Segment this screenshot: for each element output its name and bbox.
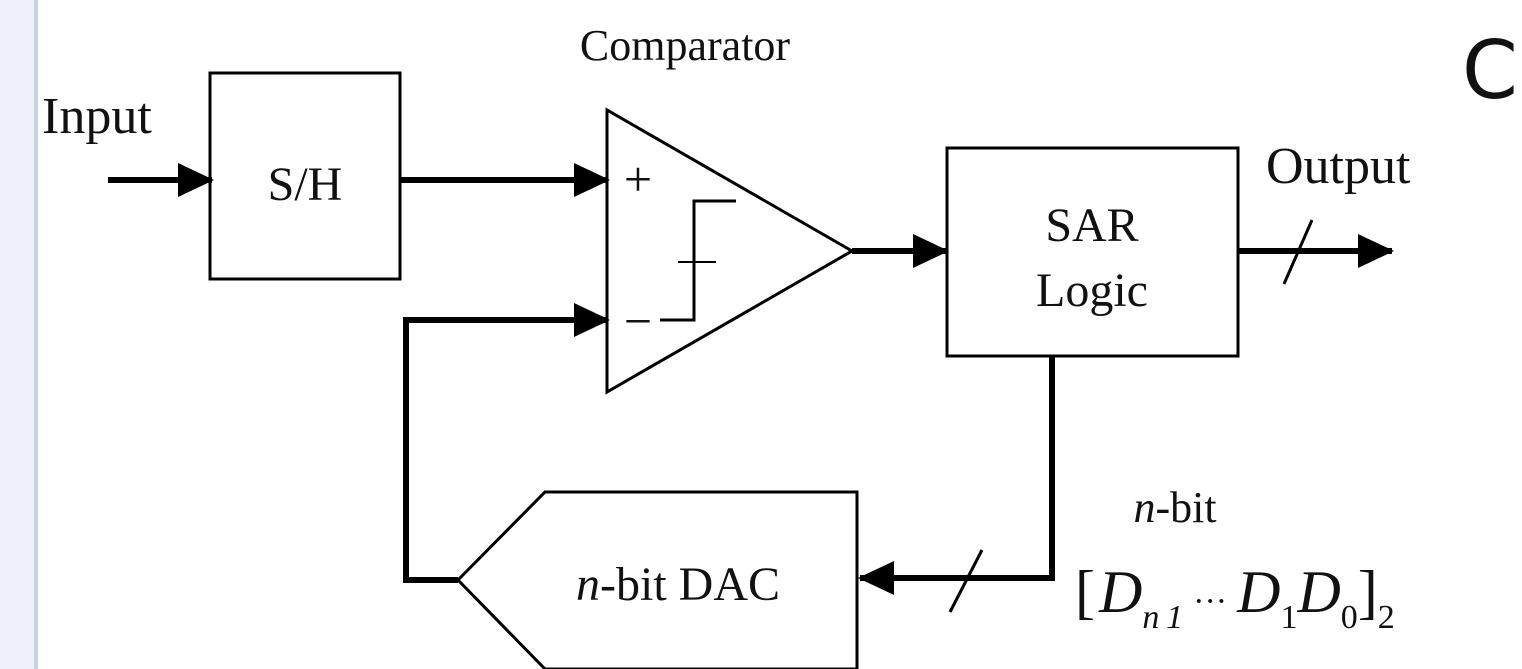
digital-word-bracket-open: [ (1075, 559, 1095, 625)
output-bus-slash (1282, 219, 1314, 285)
digital-word: [Dn 1···D1D0]2 (1075, 559, 1395, 636)
dac-label-italic: n (576, 558, 600, 611)
comparator-plus-sign: + (624, 151, 652, 207)
dac-label: n-bit DAC (576, 558, 780, 611)
digital-word-ellipsis: ··· (1193, 583, 1227, 620)
left-edge-strip (0, 0, 38, 669)
digital-word-bracket-close: ] (1358, 559, 1378, 625)
digital-word-bit1: D (1236, 559, 1280, 625)
nbit-label-italic: n (1133, 483, 1155, 532)
sample-hold-label: S/H (268, 158, 343, 211)
nbit-label: n-bit (1133, 483, 1216, 532)
sar-to-dac-wire (858, 356, 1055, 595)
left-edge-line (34, 0, 38, 669)
dac-bus-slash (948, 549, 984, 613)
digital-word-bit0-subscript: 0 (1341, 599, 1358, 636)
comparator-hysteresis-symbol (660, 199, 736, 322)
dac-label-rest: -bit DAC (600, 558, 780, 611)
dac-block (455, 490, 859, 669)
digital-word-msb: D (1098, 559, 1142, 625)
digital-word-radix-subscript: 2 (1378, 599, 1395, 636)
digital-word-bit1-subscript: 1 (1280, 599, 1297, 636)
comparator-minus-sign: − (624, 293, 652, 349)
digital-word-msb-subscript: n 1 (1142, 599, 1183, 636)
comparator-label: Comparator (580, 21, 791, 70)
sar-logic-label-line2: Logic (1036, 264, 1148, 317)
digital-word-bit0: D (1296, 559, 1340, 625)
corner-letter: C (1462, 24, 1518, 117)
output-label: Output (1266, 138, 1411, 195)
nbit-label-rest: -bit (1155, 483, 1216, 532)
sample-hold-block (208, 71, 402, 281)
dac-to-comparator-wire (403, 303, 610, 583)
sar-logic-label-line1: SAR (1045, 199, 1138, 252)
input-label: Input (42, 88, 152, 145)
sar-logic-block (945, 146, 1240, 358)
comparator-triangle (605, 107, 856, 395)
